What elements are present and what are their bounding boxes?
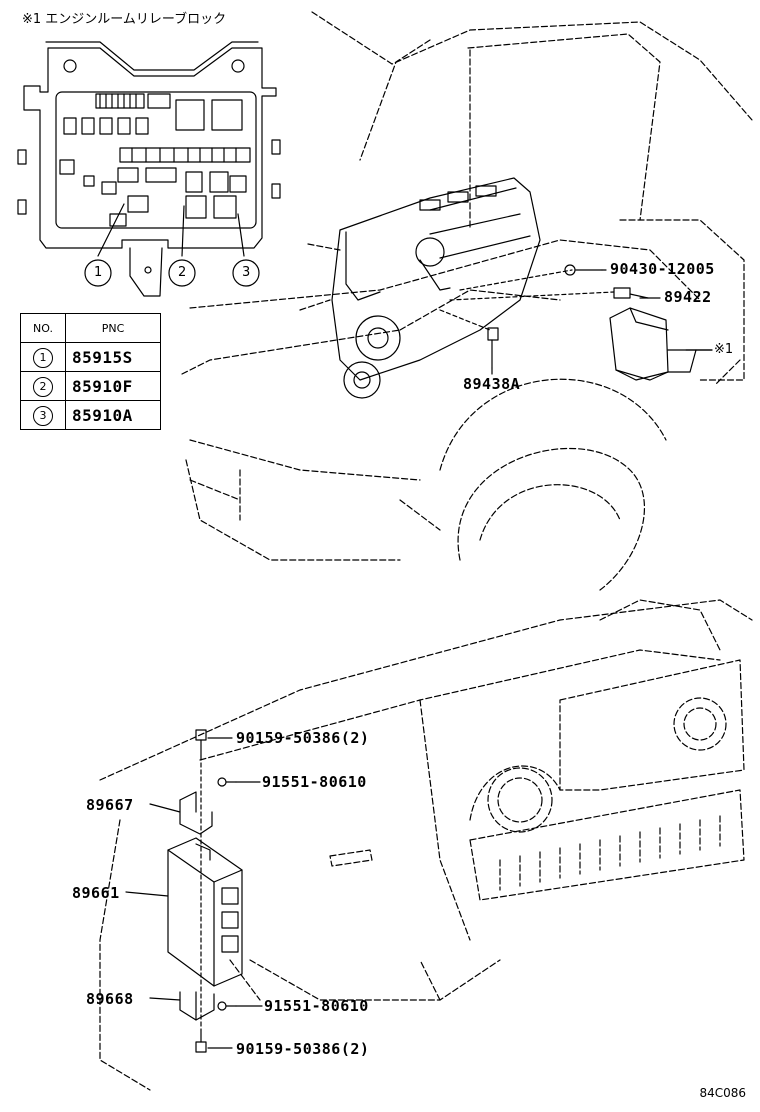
circle-label-3: 3	[242, 265, 251, 280]
part-label-89661: 89661	[72, 884, 120, 902]
circle-label-1: 1	[94, 265, 103, 280]
row-number: 3	[33, 406, 53, 426]
part-label-90159-50386-top: 90159-50386(2)	[236, 729, 370, 747]
row-pnc: 85910F	[65, 371, 161, 401]
part-label-90159-50386-bottom: 90159-50386(2)	[236, 1040, 370, 1058]
table-row: 2 85910F	[20, 371, 161, 401]
circle-label-2: 2	[178, 265, 187, 280]
relay-block-illustration	[17, 41, 281, 297]
dashed-leaders	[200, 269, 615, 1031]
bolt-icons	[195, 729, 237, 1053]
part-label-89438A: 89438A	[463, 375, 521, 393]
circle-marker-1	[84, 259, 112, 287]
header-no: NO.	[20, 313, 66, 343]
ecu-illustration	[167, 837, 243, 987]
part-label-89668: 89668	[86, 990, 134, 1008]
part-label-89667: 89667	[86, 796, 134, 814]
row-pnc: 85910A	[65, 400, 161, 430]
pnc-table-header: NO. PNC	[20, 313, 161, 343]
relay-block-marker: ※1	[714, 342, 734, 357]
part-label-91551-80610-top: 91551-80610	[262, 773, 367, 791]
part-label-90430-12005: 90430-12005	[610, 260, 715, 278]
diagram-code: 84C086	[699, 1086, 746, 1100]
leader-lines	[125, 269, 713, 1049]
vehicle-front-illustration	[99, 599, 753, 1091]
row-number: 2	[33, 377, 53, 397]
table-row: 1 85915S	[20, 342, 161, 372]
engine-bay-illustration	[181, 11, 753, 561]
front-wheel-illustration	[189, 378, 667, 591]
row-number: 1	[33, 348, 53, 368]
header-pnc: PNC	[65, 313, 161, 343]
pnc-table: NO. PNC 1 85915S 2 85910F 3 85910A	[20, 313, 161, 430]
engine-illustration	[331, 177, 713, 399]
bracket-89668-illustration	[179, 991, 215, 1021]
row-pnc: 85915S	[65, 342, 161, 372]
circle-marker-3	[232, 259, 260, 287]
part-label-91551-80610-bottom: 91551-80610	[264, 997, 369, 1015]
table-row: 3 85910A	[20, 400, 161, 430]
bracket-89667-illustration	[179, 791, 213, 835]
circle-marker-2	[168, 259, 196, 287]
part-label-89422: 89422	[664, 288, 712, 306]
relay-block-note-title: ※1 エンジンルームリレーブロック	[22, 12, 227, 27]
